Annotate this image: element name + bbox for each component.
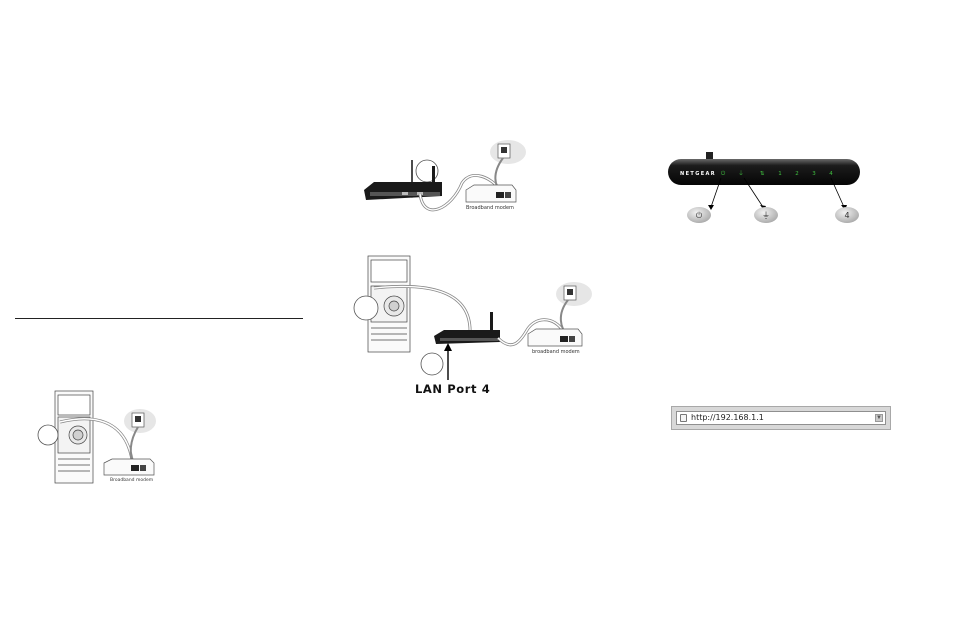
wall-jack-icon [490,140,526,164]
callout-power-icon: ⏻ [696,211,703,220]
callout-internet-button [754,207,778,223]
led-lan-2: 2 [795,171,799,177]
callout-lan4-label: 4 [844,211,849,220]
lan-port-label: LAN Port 4 [415,382,491,396]
callout-lan4-button [835,207,859,223]
led-lan-4: 4 [829,171,833,177]
wall-jack-icon [556,282,592,306]
modem-illustration [103,458,155,476]
callout-power-button [687,207,711,223]
modem-illustration [527,328,583,347]
wall-jack-icon [124,409,156,433]
router-illustration [364,166,442,200]
led-power-icon: ⏻ [721,170,726,177]
figure-computer-router-modem: broadband modem [353,255,592,380]
led-internet-icon: ⏚ [738,170,744,177]
computer-tower-illustration [54,390,94,484]
figure-computer-modem: Broadband modem [37,390,156,484]
section-divider [15,318,303,319]
led-lan-3: 3 [812,171,816,177]
step-callout-circle [37,424,59,446]
page-icon [680,414,687,422]
modem-label: broadband modem [532,349,580,355]
address-url: http://192.168.1.1 [691,413,764,422]
router-body [668,159,860,185]
modem-label: Broadband modem [466,205,514,211]
browser-address-bar: http://192.168.1.1 ▼ [671,406,891,430]
router-illustration [434,312,500,344]
modem-illustration [465,184,517,203]
status-leds: ⏻ ⏚ ⇅ 1 2 3 4 [721,170,833,177]
step-callout-circle [420,352,444,376]
chevron-down-icon[interactable]: ▼ [875,414,883,422]
step-callout-circle [353,295,379,321]
router-brand: NETGEAR [680,171,716,177]
callout-internet-icon: ⏚ [762,211,770,220]
led-lan-1: 1 [778,171,782,177]
address-field[interactable]: http://192.168.1.1 ▼ [676,411,886,425]
led-wireless-icon: ⇅ [760,170,765,177]
figure-router-modem-top: Broadband modem [364,140,526,212]
router-front-panel: NETGEAR ⏻ ⏚ ⇅ 1 2 3 4 ⏻ ⏚ 4 [668,152,860,223]
modem-label: Broadband modem [110,477,153,483]
